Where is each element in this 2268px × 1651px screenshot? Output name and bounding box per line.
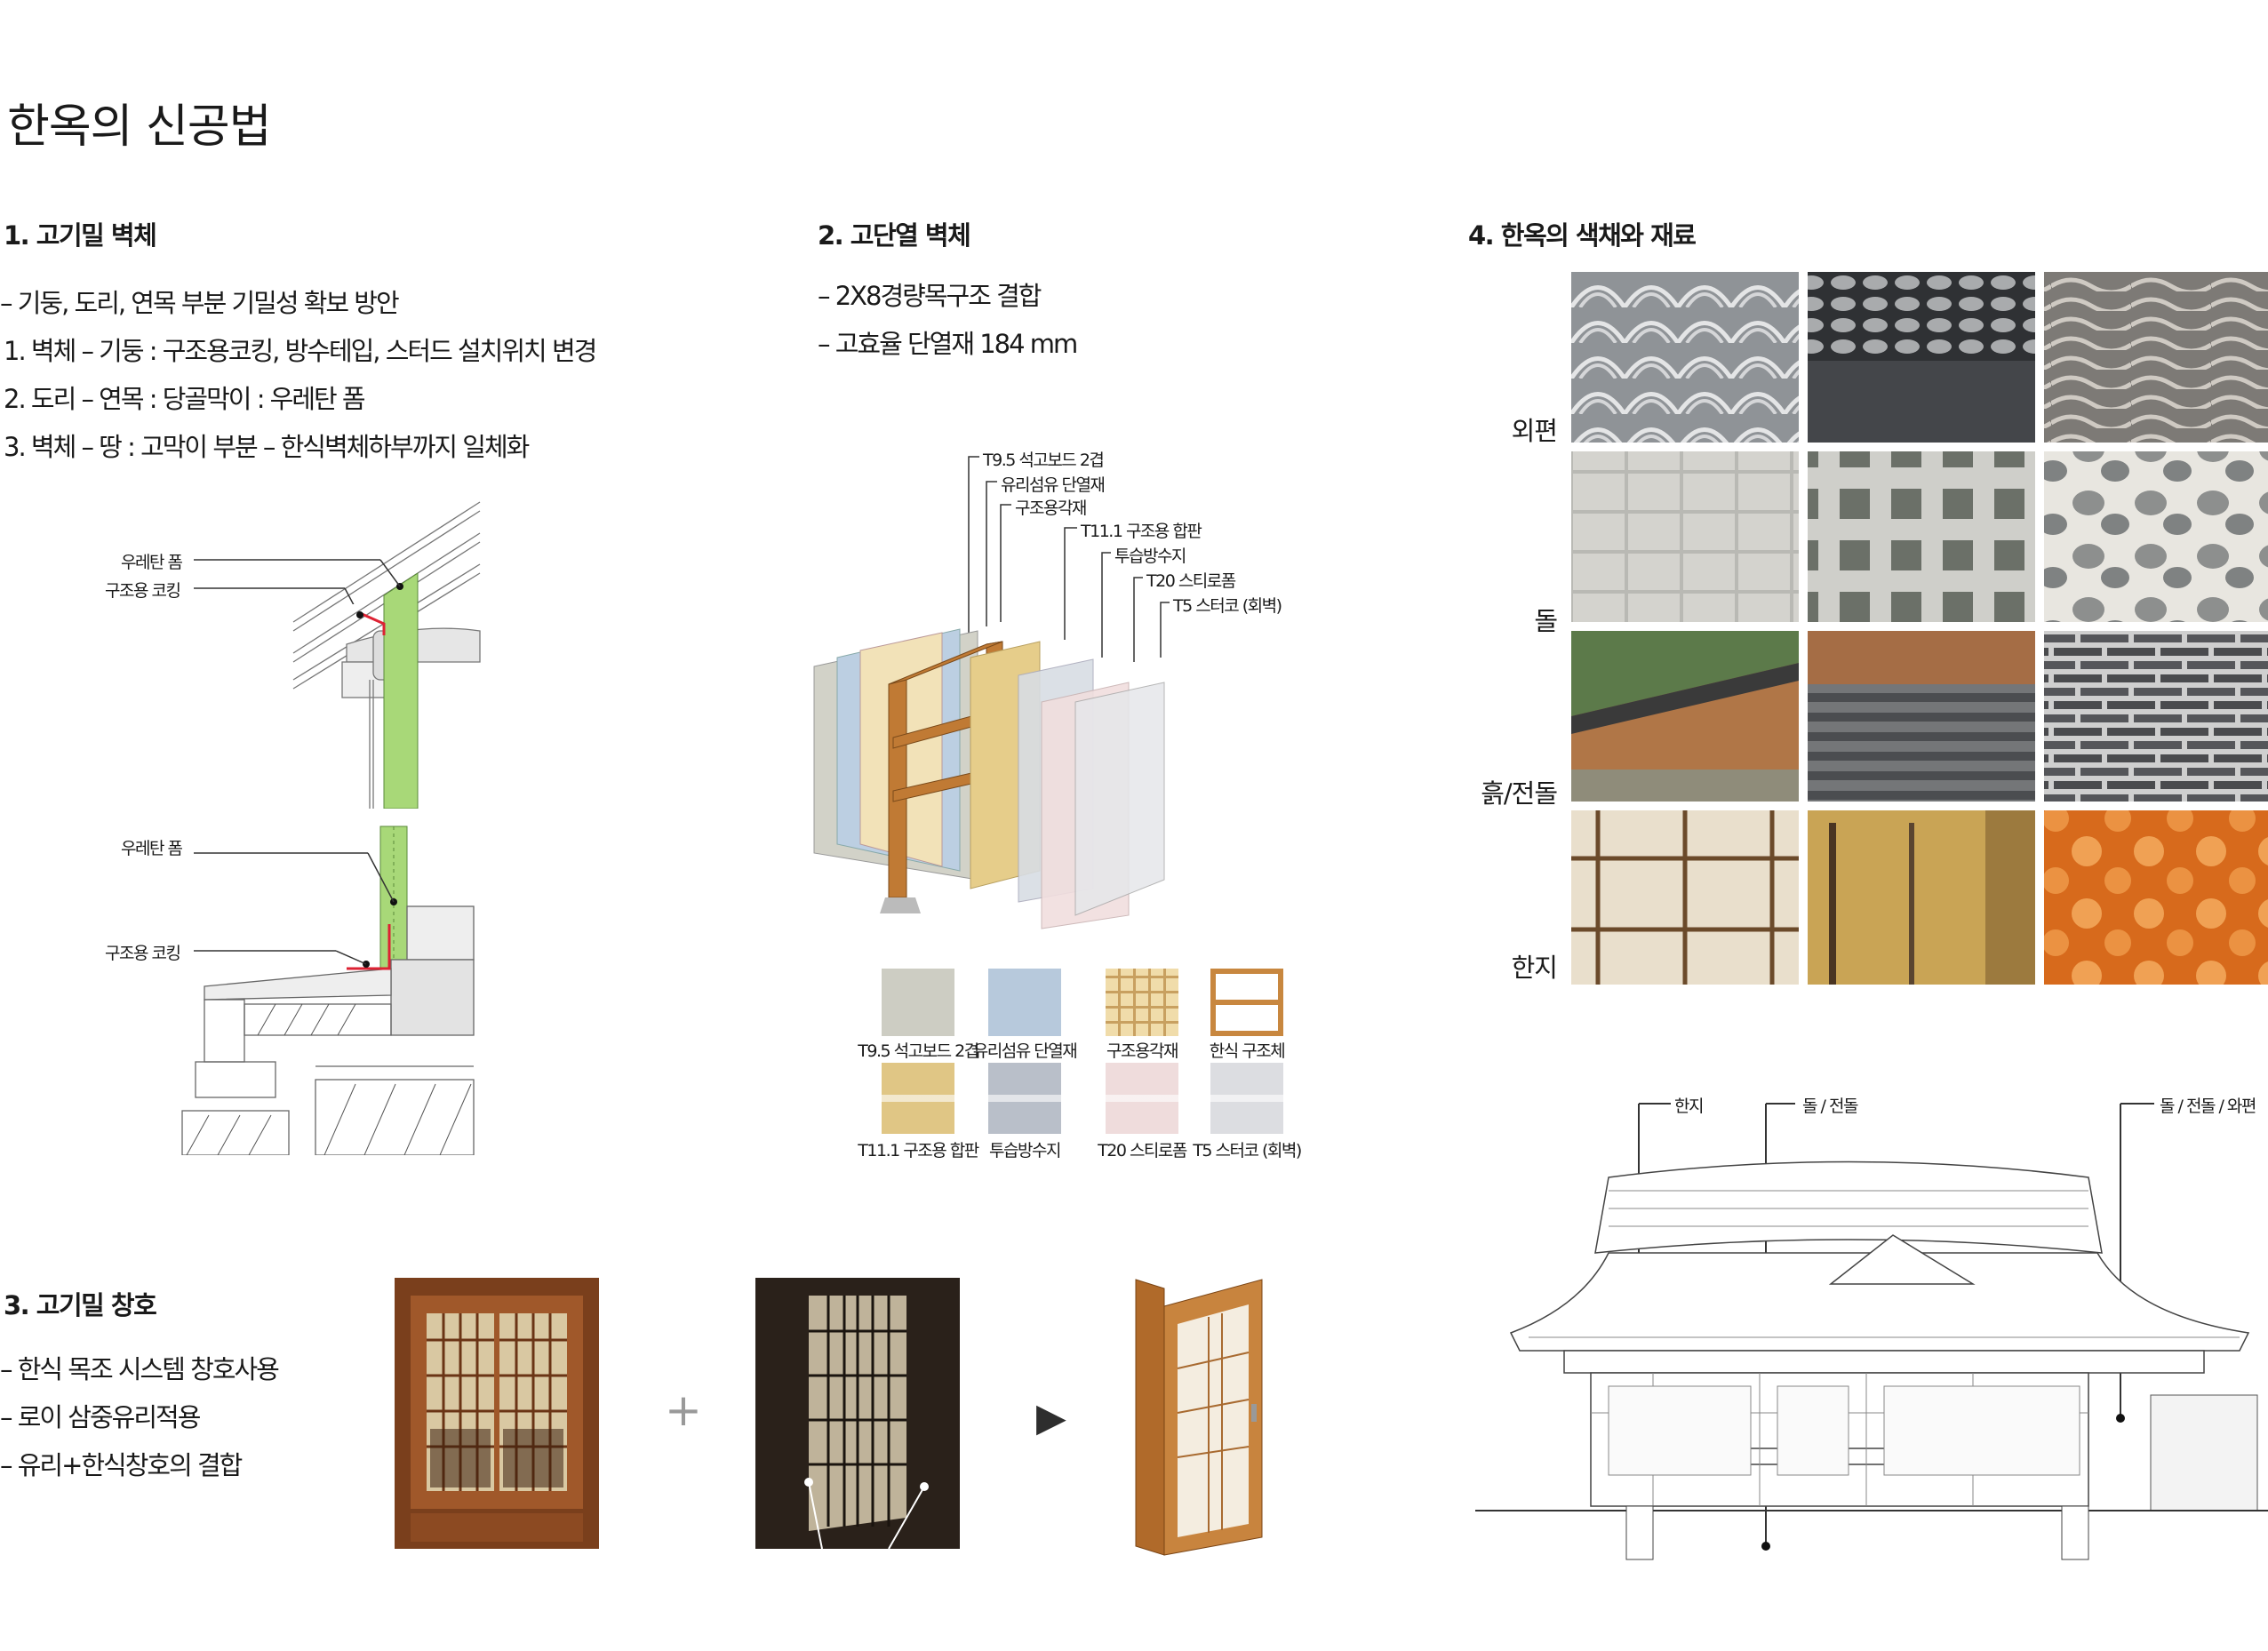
- legend-swatch: [1210, 1063, 1283, 1134]
- foundation-section-drawing: [181, 826, 475, 1155]
- legend-label: 구조용각재: [1106, 1041, 1178, 1061]
- layer-label-2: 유리섬유 단열재: [1001, 475, 1106, 495]
- section3-line-2: – 로이 삼중유리적용: [0, 1402, 201, 1432]
- eave-section-drawing: [292, 501, 481, 809]
- legend-label: T20 스티로폼: [1098, 1141, 1187, 1160]
- legend-label: T11.1 구조용 합판: [858, 1141, 979, 1160]
- section1-line-3: 2. 도리 – 연목 : 당골막이 : 우레탄 폼: [4, 384, 366, 414]
- plus-sign: +: [665, 1384, 702, 1436]
- row-label-hanji: 한지: [1511, 953, 1558, 983]
- section4-heading: 4. 한옥의 색채와 재료: [1468, 220, 1697, 251]
- section3-line-3: – 유리+한식창호의 결합: [0, 1450, 243, 1480]
- section2-line-2: – 고효율 단열재 184 mm: [818, 329, 1078, 359]
- lower-foam-label: 우레탄 폼: [121, 839, 183, 858]
- lower-caulk-label: 구조용 코킹: [105, 944, 181, 963]
- layer-leader-lines: [968, 456, 1170, 662]
- exploded-wall-drawing: [813, 628, 1165, 929]
- legend-swatch: [988, 1063, 1061, 1134]
- section3-heading: 3. 고기밀 창호: [4, 1290, 157, 1320]
- layer-label-7: T5 스터코 (회벽): [1173, 596, 1282, 616]
- legend-swatch: [882, 969, 954, 1036]
- legend-swatch: [1210, 969, 1283, 1036]
- section1-heading: 1. 고기밀 벽체: [4, 220, 157, 251]
- section2-heading: 2. 고단열 벽체: [818, 220, 971, 251]
- legend-label: 투습방수지: [989, 1141, 1061, 1160]
- row-label-earth: 흙/전돌: [1481, 778, 1558, 809]
- material-photo-grid: [1571, 272, 2268, 985]
- section2-line-1: – 2X8경량목구조 결합: [818, 281, 1042, 311]
- section1-line-2: 1. 벽체 – 기둥 : 구조용코킹, 방수테입, 스터드 설치위치 변경: [4, 336, 597, 366]
- legend-label: T9.5 석고보드 2겹: [858, 1041, 979, 1061]
- legend-swatch: [1106, 1063, 1178, 1134]
- arrow-right-icon: ▶: [1036, 1395, 1066, 1440]
- legend-swatch: [882, 1063, 954, 1134]
- combined-window-photo: [1135, 1279, 1263, 1556]
- layer-label-3: 구조용각재: [1015, 498, 1087, 518]
- layer-label-6: T20 스티로폼: [1146, 571, 1236, 591]
- hanok-elevation-drawing: [1475, 1103, 2268, 1560]
- section3-line-1: – 한식 목조 시스템 창호사용: [0, 1354, 280, 1384]
- layer-label-4: T11.1 구조용 합판: [1081, 522, 1202, 541]
- elevation-label-stone: 돌 / 전돌: [1802, 1097, 1858, 1116]
- legend-swatch: [988, 969, 1061, 1036]
- layer-label-5: 투습방수지: [1114, 546, 1186, 566]
- page-title: 한옥의 신공법: [7, 100, 272, 154]
- traditional-window-photo: [395, 1278, 599, 1549]
- legend-label: 한식 구조체: [1209, 1041, 1286, 1061]
- section1-line-4: 3. 벽체 – 땅 : 고막이 부분 – 한식벽체하부까지 일체화: [4, 432, 530, 462]
- upper-foam-label: 우레탄 폼: [121, 553, 183, 572]
- lit-window-photo: [755, 1278, 960, 1549]
- legend-label: 유리섬유 단열재: [972, 1041, 1078, 1061]
- upper-leader-lines: [194, 559, 401, 604]
- section1-line-1: – 기둥, 도리, 연목 부분 기밀성 확보 방안: [0, 288, 400, 318]
- elevation-label-hanji: 한지: [1674, 1097, 1704, 1116]
- lower-leader-lines: [194, 852, 395, 965]
- layer-label-1: T9.5 석고보드 2겹: [983, 451, 1105, 470]
- row-label-giwa: 외편: [1511, 416, 1558, 446]
- legend-swatch: [1106, 969, 1178, 1036]
- row-label-stone: 돌: [1534, 606, 1558, 636]
- elevation-label-all: 돌 / 전돌 / 와편: [2160, 1097, 2256, 1116]
- legend-label: T5 스터코 (회벽): [1193, 1141, 1302, 1160]
- upper-caulk-label: 구조용 코킹: [105, 581, 181, 601]
